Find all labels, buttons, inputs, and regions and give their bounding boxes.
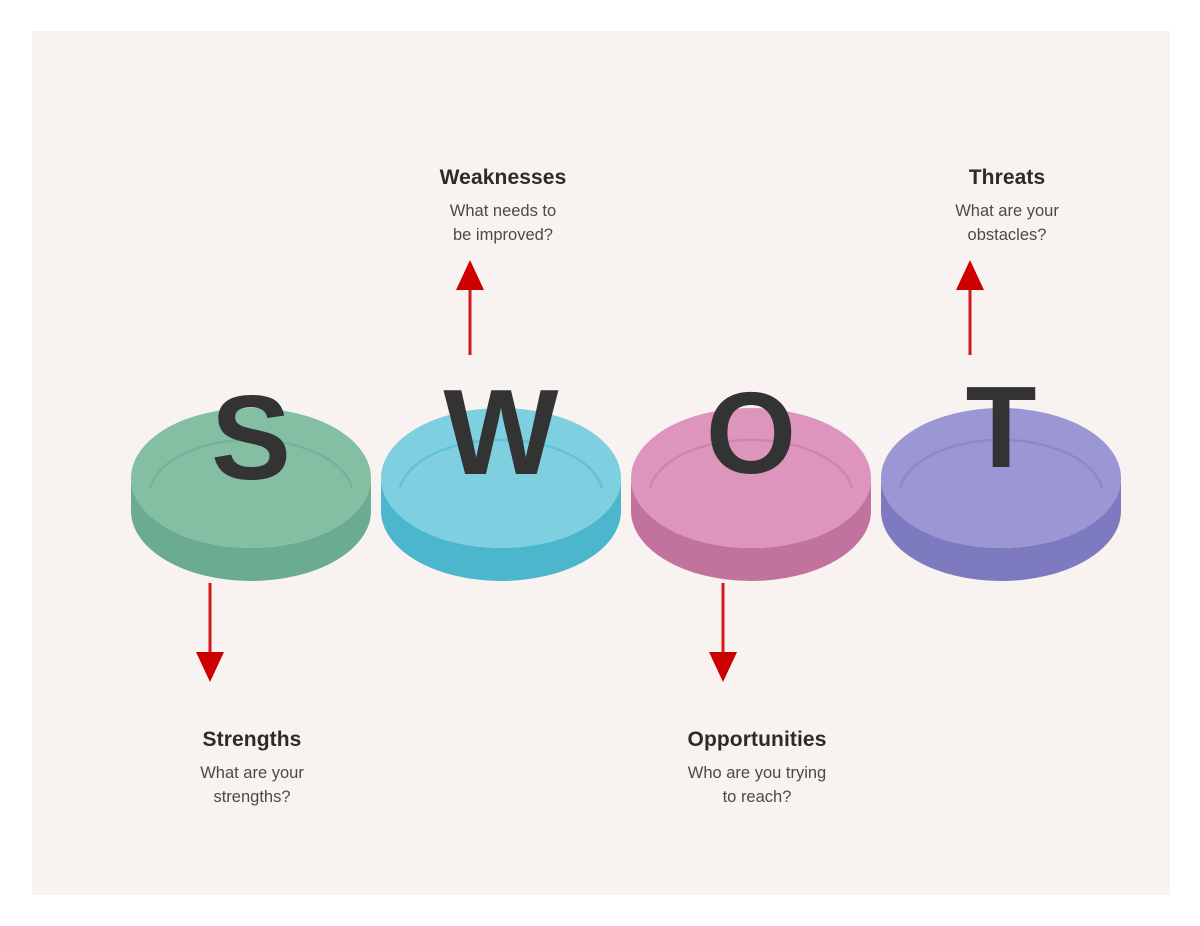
label-opportunities-title: Opportunities bbox=[687, 728, 827, 751]
label-weaknesses-title: Weaknesses bbox=[439, 166, 567, 189]
letter-t: T bbox=[965, 362, 1037, 492]
label-strengths-question-line1: What are your bbox=[200, 764, 304, 783]
cylinder-weaknesses[interactable] bbox=[378, 383, 624, 598]
diagram-panel: Weaknesses What needs to be improved? Th… bbox=[32, 31, 1170, 895]
label-strengths-title: Strengths bbox=[202, 728, 302, 751]
label-threats-question: What are your obstacles? bbox=[877, 200, 1137, 248]
label-threats-question-line2: obstacles? bbox=[967, 226, 1047, 245]
label-opportunities-question-line1: Who are you trying bbox=[687, 764, 827, 783]
arrow-up-weaknesses bbox=[437, 252, 503, 357]
label-weaknesses-question: What needs to be improved? bbox=[373, 200, 633, 248]
arrow-up-threats bbox=[937, 252, 1003, 357]
arrow-down-opportunities bbox=[690, 580, 756, 690]
label-opportunities-question-line2: to reach? bbox=[722, 788, 792, 807]
label-threats-question-line1: What are your bbox=[955, 202, 1059, 221]
label-threats-title: Threats bbox=[968, 166, 1046, 189]
letter-o: O bbox=[705, 368, 797, 498]
label-threats: Threats What are your obstacles? bbox=[877, 165, 1137, 248]
cylinder-strengths[interactable] bbox=[128, 383, 374, 598]
label-weaknesses-question-line2: be improved? bbox=[453, 226, 553, 245]
letter-s: S bbox=[210, 371, 292, 505]
cylinder-opportunities[interactable] bbox=[628, 383, 874, 598]
label-opportunities-question: Who are you trying to reach? bbox=[627, 762, 887, 810]
label-strengths-question-line2: strengths? bbox=[213, 788, 291, 807]
label-weaknesses: Weaknesses What needs to be improved? bbox=[373, 165, 633, 248]
letter-w: W bbox=[443, 364, 559, 500]
label-strengths: Strengths What are your strengths? bbox=[122, 727, 382, 810]
label-opportunities: Opportunities Who are you trying to reac… bbox=[627, 727, 887, 810]
label-strengths-question: What are your strengths? bbox=[122, 762, 382, 810]
arrow-down-strengths bbox=[177, 580, 243, 690]
cylinder-threats[interactable] bbox=[878, 383, 1124, 598]
label-weaknesses-question-line1: What needs to bbox=[449, 202, 557, 221]
